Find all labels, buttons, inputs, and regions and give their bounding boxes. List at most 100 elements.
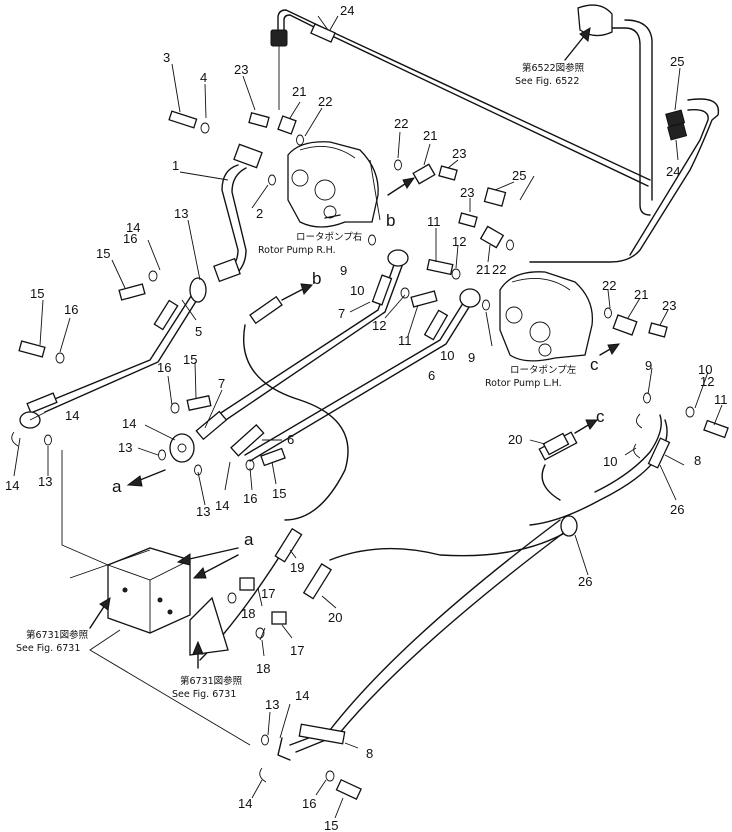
callout-24a: 24 xyxy=(340,3,354,18)
callout-14a: 14 xyxy=(126,220,140,235)
callout-13c: 13 xyxy=(38,474,52,489)
tube-1 xyxy=(213,143,263,283)
captions: ロータポンプ右 Rotor Pump R.H. ロータポンプ左 Rotor Pu… xyxy=(16,62,585,700)
callout-22d: 22 xyxy=(602,278,616,293)
callout-23c: 23 xyxy=(460,185,474,200)
callout-18a: 18 xyxy=(241,606,255,621)
callout-5: 5 xyxy=(195,324,202,339)
callout-16c: 16 xyxy=(157,360,171,375)
callout-24b: 24 xyxy=(666,164,680,179)
callout-23a: 23 xyxy=(234,62,248,77)
callout-20b: 20 xyxy=(328,610,342,625)
callout-1: 1 xyxy=(172,158,179,173)
tube-24-upper xyxy=(270,9,651,187)
hose-8-right xyxy=(529,414,671,526)
callout-9a: 9 xyxy=(340,263,347,278)
callout-leaders xyxy=(13,15,723,819)
callout-17a: 17 xyxy=(261,586,275,601)
callout-21a: 21 xyxy=(292,84,306,99)
caption-fig6731-bottom-en: See Fig. 6731 xyxy=(172,689,236,700)
callout-12b: 12 xyxy=(372,318,386,333)
hose-5 xyxy=(19,277,207,429)
callout-12a: 12 xyxy=(452,234,466,249)
callout-22b: 22 xyxy=(394,116,408,131)
callout-7: 7 xyxy=(338,306,345,321)
callout-21b: 21 xyxy=(423,128,437,143)
callout-23d: 23 xyxy=(662,298,676,313)
callout-16d: 16 xyxy=(243,491,257,506)
letter-c-right: c xyxy=(596,407,605,426)
arrow-pump-rh xyxy=(387,177,416,196)
callout-12c: 12 xyxy=(700,374,714,389)
callout-15c: 15 xyxy=(183,352,197,367)
callout-3: 3 xyxy=(163,50,170,65)
callout-20a: 20 xyxy=(508,432,522,447)
callout-14g: 14 xyxy=(238,796,252,811)
callout-10c: 10 xyxy=(698,362,712,377)
rotor-pump-rh xyxy=(287,141,381,228)
caption-fig6731-left-en: See Fig. 6731 xyxy=(16,643,80,654)
arrow-a-left xyxy=(126,469,166,487)
callout-4: 4 xyxy=(200,70,207,85)
callout-6b: 6 xyxy=(287,432,294,447)
callout-8b: 8 xyxy=(366,746,373,761)
callout-10a: 10 xyxy=(350,283,364,298)
callout-22c: 22 xyxy=(492,262,506,277)
arrow-a-lower xyxy=(176,547,239,579)
callout-15d: 15 xyxy=(272,486,286,501)
callout-2: 2 xyxy=(256,206,263,221)
callout-19: 19 xyxy=(290,560,304,575)
callout-15e: 15 xyxy=(324,818,338,832)
callout-15b: 15 xyxy=(30,286,44,301)
callout-10b: 10 xyxy=(440,348,454,363)
caption-fig6731-left-jp: 第6731図参照 xyxy=(26,629,89,641)
callout-numbers: 1 2 3 4 5 6 6 7 7 8 8 9 9 9 10 10 10 10 … xyxy=(5,3,728,832)
letter-b-lower: b xyxy=(312,269,321,288)
arrow-b xyxy=(281,214,341,301)
callout-14d: 14 xyxy=(5,478,19,493)
callout-13d: 13 xyxy=(196,504,210,519)
caption-fig6731-bottom-jp: 第6731図参照 xyxy=(180,675,243,687)
letter-c-lh: c xyxy=(590,355,599,374)
callout-26a: 26 xyxy=(670,502,684,517)
leader-lines xyxy=(61,450,251,746)
flange-14-left xyxy=(169,433,195,463)
callout-15a: 15 xyxy=(96,246,110,261)
tube-20 xyxy=(289,515,578,753)
callout-25b: 25 xyxy=(512,168,526,183)
callout-10d: 10 xyxy=(603,454,617,469)
rotor-pump-lh xyxy=(499,271,594,362)
callout-14f: 14 xyxy=(295,688,309,703)
callout-11b: 11 xyxy=(398,333,412,348)
callout-6: 6 xyxy=(428,368,435,383)
callout-17b: 17 xyxy=(290,643,304,658)
callout-7b: 7 xyxy=(218,376,225,391)
callout-9c: 9 xyxy=(645,358,652,373)
callout-16b: 16 xyxy=(64,302,78,317)
caption-pump-lh-en: Rotor Pump L.H. xyxy=(485,378,562,389)
caption-pump-lh-jp: ロータポンプ左 xyxy=(510,364,577,376)
tube-25-right-loop xyxy=(529,4,720,263)
callout-22a: 22 xyxy=(318,94,332,109)
valve-block xyxy=(107,547,229,656)
caption-fig6522-jp: 第6522図参照 xyxy=(522,62,585,74)
letter-a-left: a xyxy=(112,477,122,496)
caption-pump-rh-en: Rotor Pump R.H. xyxy=(258,245,336,256)
arrow-fig-6731 xyxy=(89,597,204,669)
callout-14e: 14 xyxy=(215,498,229,513)
arrow-fig-6522 xyxy=(564,27,591,61)
fitting-b-end xyxy=(249,295,283,325)
callout-25a: 25 xyxy=(670,54,684,69)
letter-b-upper: b xyxy=(386,211,395,230)
caption-pump-rh-jp: ロータポンプ右 xyxy=(296,231,362,243)
small-hardware xyxy=(11,110,729,800)
tube-b-loop xyxy=(243,324,349,521)
callout-21c: 21 xyxy=(476,262,490,277)
callout-16a: 16 xyxy=(123,231,137,246)
callout-21d: 21 xyxy=(634,287,648,302)
callout-18b: 18 xyxy=(256,661,270,676)
tube-8-lower xyxy=(277,723,346,761)
callout-16e: 16 xyxy=(302,796,316,811)
callout-11a: 11 xyxy=(427,214,441,229)
